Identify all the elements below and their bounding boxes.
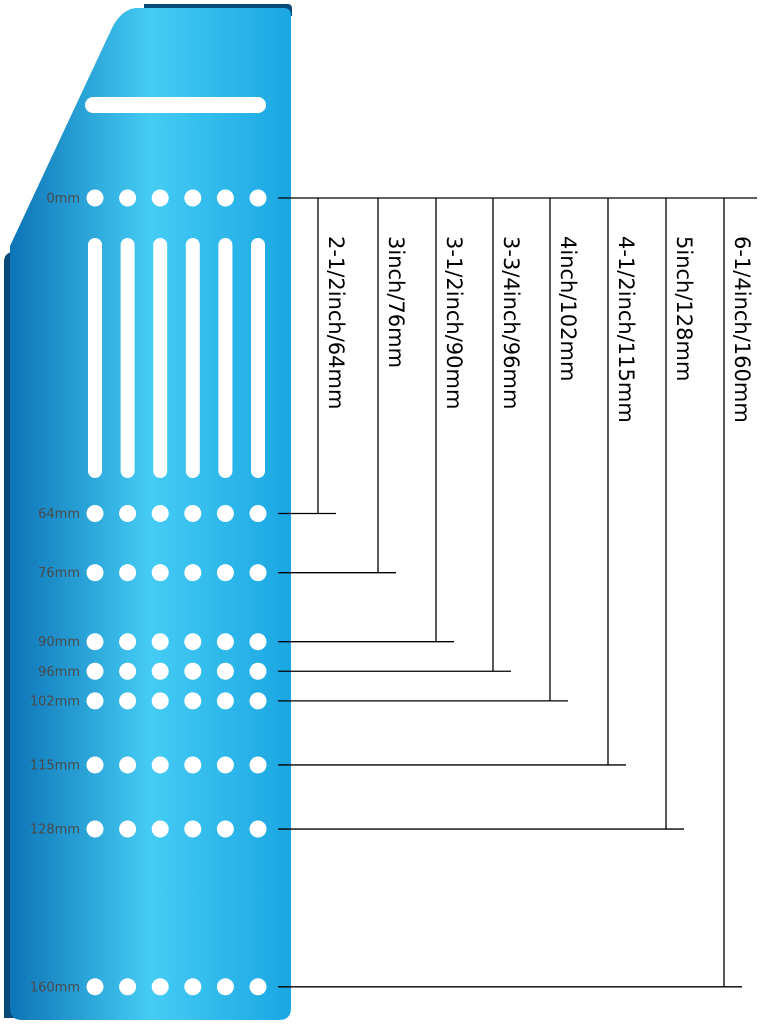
drill-hole [86, 978, 104, 996]
slot [153, 238, 168, 478]
drill-hole [119, 633, 137, 651]
slot [185, 238, 200, 478]
slot [251, 238, 265, 478]
drill-hole [249, 756, 267, 774]
drill-hole [86, 633, 104, 651]
handle-slot [85, 97, 266, 113]
mm-label: 102mm [30, 694, 80, 709]
size-label: 3-3/4inch/96mm [499, 236, 523, 409]
drill-hole [249, 189, 267, 207]
hole-grid [86, 189, 267, 996]
drill-hole [151, 662, 169, 680]
drill-hole [184, 756, 202, 774]
drill-hole [151, 756, 169, 774]
drill-hole [216, 633, 234, 651]
drill-hole [119, 662, 137, 680]
drill-hole [151, 978, 169, 996]
drill-hole [86, 692, 104, 710]
drill-hole [184, 692, 202, 710]
drill-hole [216, 564, 234, 582]
drill-hole [119, 189, 137, 207]
drill-hole [151, 505, 169, 523]
size-label: 2-1/2inch/64mm [324, 236, 348, 409]
drill-hole [184, 564, 202, 582]
size-label: 4inch/102mm [556, 236, 580, 381]
drill-hole [86, 189, 104, 207]
drill-hole [216, 189, 234, 207]
slot [88, 238, 102, 478]
slot [218, 238, 233, 478]
drill-hole [216, 662, 234, 680]
drill-hole [249, 692, 267, 710]
drill-hole [184, 662, 202, 680]
drill-hole [151, 189, 169, 207]
size-label: 5inch/128mm [672, 236, 696, 381]
mm-label: 96mm [38, 665, 80, 680]
drill-hole [184, 189, 202, 207]
size-labels: 2-1/2inch/64mm 3inch/76mm 3-1/2inch/90mm 3-… [324, 236, 754, 423]
drill-hole [151, 564, 169, 582]
mm-label: 76mm [38, 566, 80, 581]
drill-hole [249, 505, 267, 523]
drill-hole [249, 564, 267, 582]
drill-hole [86, 820, 104, 838]
mm-label: 160mm [30, 980, 80, 995]
drill-hole [249, 662, 267, 680]
vertical-slots [88, 238, 265, 478]
slot [120, 238, 135, 478]
mm-label: 64mm [38, 507, 80, 522]
drill-hole [119, 978, 137, 996]
drill-hole [86, 564, 104, 582]
size-label: 4-1/2inch/115mm [614, 236, 638, 423]
drill-hole [119, 820, 137, 838]
drill-hole [249, 633, 267, 651]
drill-hole [119, 505, 137, 523]
drill-hole [151, 692, 169, 710]
drill-hole [86, 505, 104, 523]
drill-hole [184, 633, 202, 651]
size-label: 3-1/2inch/90mm [442, 236, 466, 409]
size-label: 6-1/4inch/160mm [730, 236, 754, 423]
drill-hole [216, 505, 234, 523]
drill-hole [184, 505, 202, 523]
mm-label: 0mm [46, 192, 80, 207]
drill-hole [86, 756, 104, 774]
drill-hole [86, 662, 104, 680]
size-label: 3inch/76mm [384, 236, 408, 368]
drill-hole [249, 978, 267, 996]
drill-hole [151, 633, 169, 651]
drill-hole [216, 820, 234, 838]
drill-hole [119, 692, 137, 710]
mm-scale-labels: 0mm 64mm 76mm 90mm 96mm 102mm 115mm 128mm 160mm [30, 192, 80, 996]
drill-hole [249, 820, 267, 838]
drill-hole [216, 978, 234, 996]
leader-lines [278, 197, 757, 988]
drill-hole [151, 820, 169, 838]
mm-label: 90mm [38, 635, 80, 650]
mm-label: 128mm [30, 823, 80, 838]
drill-hole [119, 756, 137, 774]
mm-label: 115mm [30, 758, 80, 773]
drill-hole [119, 564, 137, 582]
drill-hole [184, 978, 202, 996]
drill-hole [184, 820, 202, 838]
drill-hole [216, 692, 234, 710]
drill-hole [216, 756, 234, 774]
